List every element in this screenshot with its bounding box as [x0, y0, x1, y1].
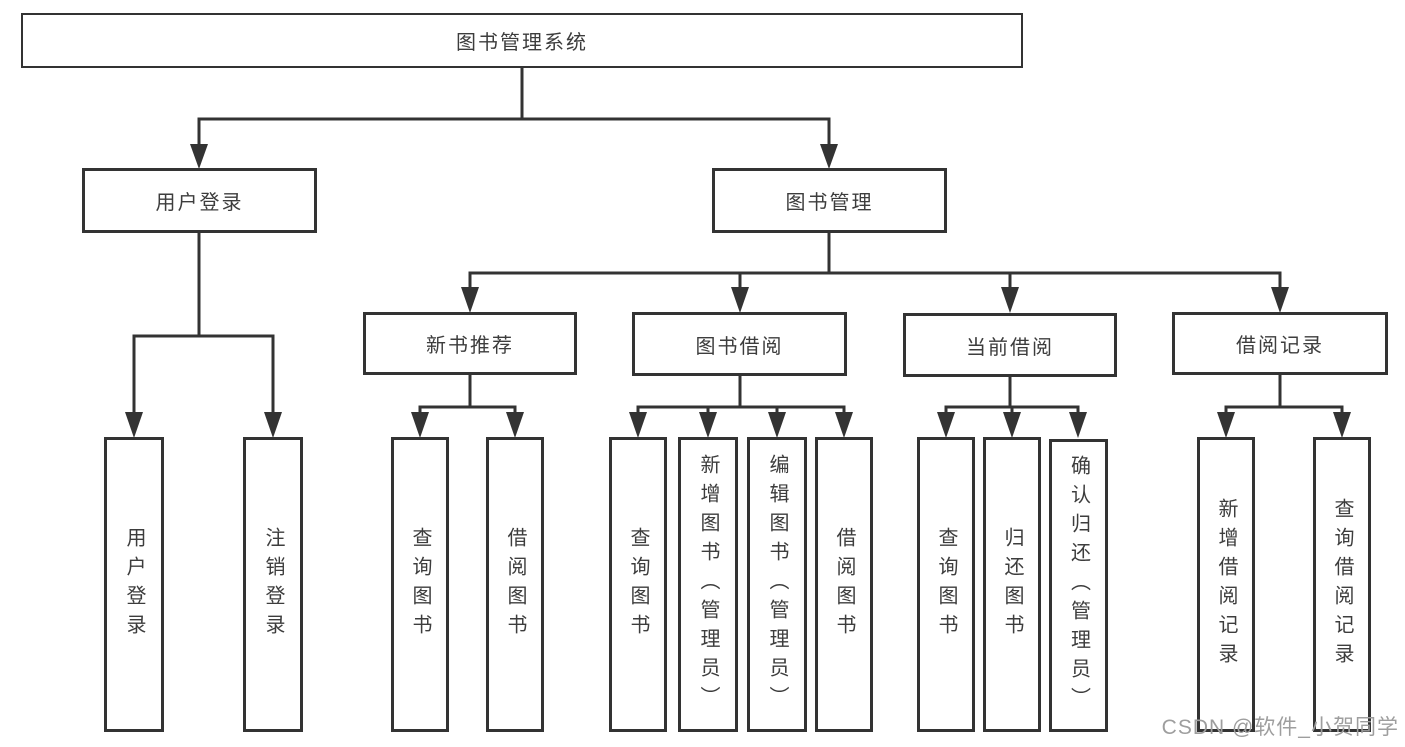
node-root: 图书管理系统 [21, 13, 1023, 68]
leaf-borrow-add-admin-label: 新增图书（管理员） [697, 454, 719, 715]
leaf-borrow-edit-admin-label: 编辑图书（管理员） [766, 454, 788, 715]
connector-borrowrecords-to-leaves [1224, 373, 1344, 415]
leaf-records-query: 查询借阅记录 [1313, 437, 1371, 732]
arrowheads [125, 144, 1351, 438]
node-user-login: 用户登录 [82, 168, 317, 233]
leaf-logout-label: 注销登录 [262, 526, 284, 643]
node-new-book-recommend: 新书推荐 [363, 312, 577, 375]
connector-bookborrow-to-leaves [636, 373, 846, 415]
leaf-current-confirm-admin: 确认归还（管理员） [1049, 439, 1108, 732]
leaf-newbook-query-label: 查询图书 [409, 526, 431, 643]
node-current-borrow: 当前借阅 [903, 313, 1117, 377]
leaf-logout: 注销登录 [243, 437, 303, 732]
leaf-user-login: 用户登录 [104, 437, 164, 732]
leaf-current-confirm-admin-label: 确认归还（管理员） [1067, 455, 1090, 716]
connector-currentborrow-to-leaves [944, 373, 1080, 415]
connector-newbook-to-leaves [418, 373, 517, 415]
leaf-current-return-label: 归还图书 [1001, 526, 1023, 643]
leaf-newbook-borrow-label: 借阅图书 [504, 526, 526, 643]
leaf-records-add: 新增借阅记录 [1197, 437, 1255, 732]
leaf-current-return: 归还图书 [983, 437, 1041, 732]
leaf-newbook-query: 查询图书 [391, 437, 449, 732]
leaf-borrow-book-label: 借阅图书 [833, 526, 855, 643]
leaf-newbook-borrow: 借阅图书 [486, 437, 544, 732]
leaf-user-login-label: 用户登录 [123, 526, 145, 643]
watermark: CSDN @软件_小贺同学 [1161, 716, 1399, 739]
leaf-records-add-label: 新增借阅记录 [1215, 497, 1237, 672]
leaf-current-query: 查询图书 [917, 437, 975, 732]
node-current-borrow-label: 当前借阅 [966, 336, 1054, 359]
leaf-records-query-label: 查询借阅记录 [1331, 497, 1353, 672]
leaf-borrow-query-label: 查询图书 [627, 526, 649, 643]
node-book-borrow: 图书借阅 [632, 312, 847, 376]
leaf-borrow-add-admin: 新增图书（管理员） [678, 437, 738, 732]
leaf-current-query-label: 查询图书 [935, 526, 957, 643]
connector-root-to-level1 [197, 66, 831, 146]
node-new-book-recommend-label: 新书推荐 [426, 335, 514, 357]
node-borrow-records: 借阅记录 [1172, 312, 1388, 375]
leaf-borrow-edit-admin: 编辑图书（管理员） [747, 437, 807, 732]
node-book-management: 图书管理 [712, 168, 947, 233]
node-book-borrow-label: 图书借阅 [695, 335, 784, 358]
node-user-login-label: 用户登录 [155, 192, 244, 214]
node-book-management-label: 图书管理 [785, 192, 874, 214]
node-root-label: 图书管理系统 [456, 32, 588, 54]
connector-bookmgmt-to-level2 [468, 231, 1282, 290]
leaf-borrow-query: 查询图书 [609, 437, 667, 732]
leaf-borrow-book: 借阅图书 [815, 437, 873, 732]
node-borrow-records-label: 借阅记录 [1236, 335, 1324, 357]
connector-userlogin-to-leaves [132, 231, 275, 414]
